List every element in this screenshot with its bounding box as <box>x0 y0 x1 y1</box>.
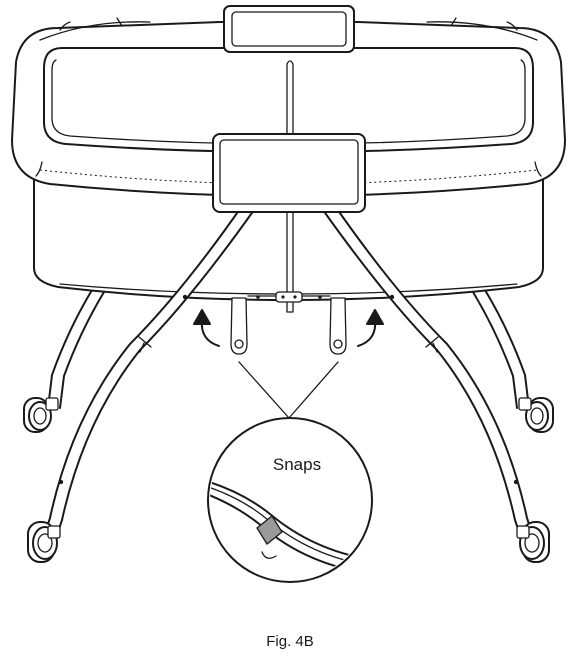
callout-leader-lines <box>238 361 339 419</box>
front-left-wheel <box>27 521 61 563</box>
snaps-callout: Snaps <box>207 417 373 583</box>
front-right-wheel <box>516 521 550 563</box>
snaps-label: Snaps <box>273 455 321 474</box>
front-top-bracket <box>212 133 366 213</box>
rear-top-bracket <box>223 5 355 53</box>
curved-arrow-up-right-icon <box>357 309 384 347</box>
rear-right-wheel <box>518 397 554 433</box>
figure-caption: Fig. 4B <box>266 633 314 650</box>
left-strap <box>230 297 248 355</box>
right-strap <box>329 297 347 355</box>
rear-legs <box>47 289 530 409</box>
base-rail <box>247 291 331 303</box>
curved-arrow-up-left-icon <box>193 309 220 347</box>
rear-left-wheel <box>23 397 59 433</box>
